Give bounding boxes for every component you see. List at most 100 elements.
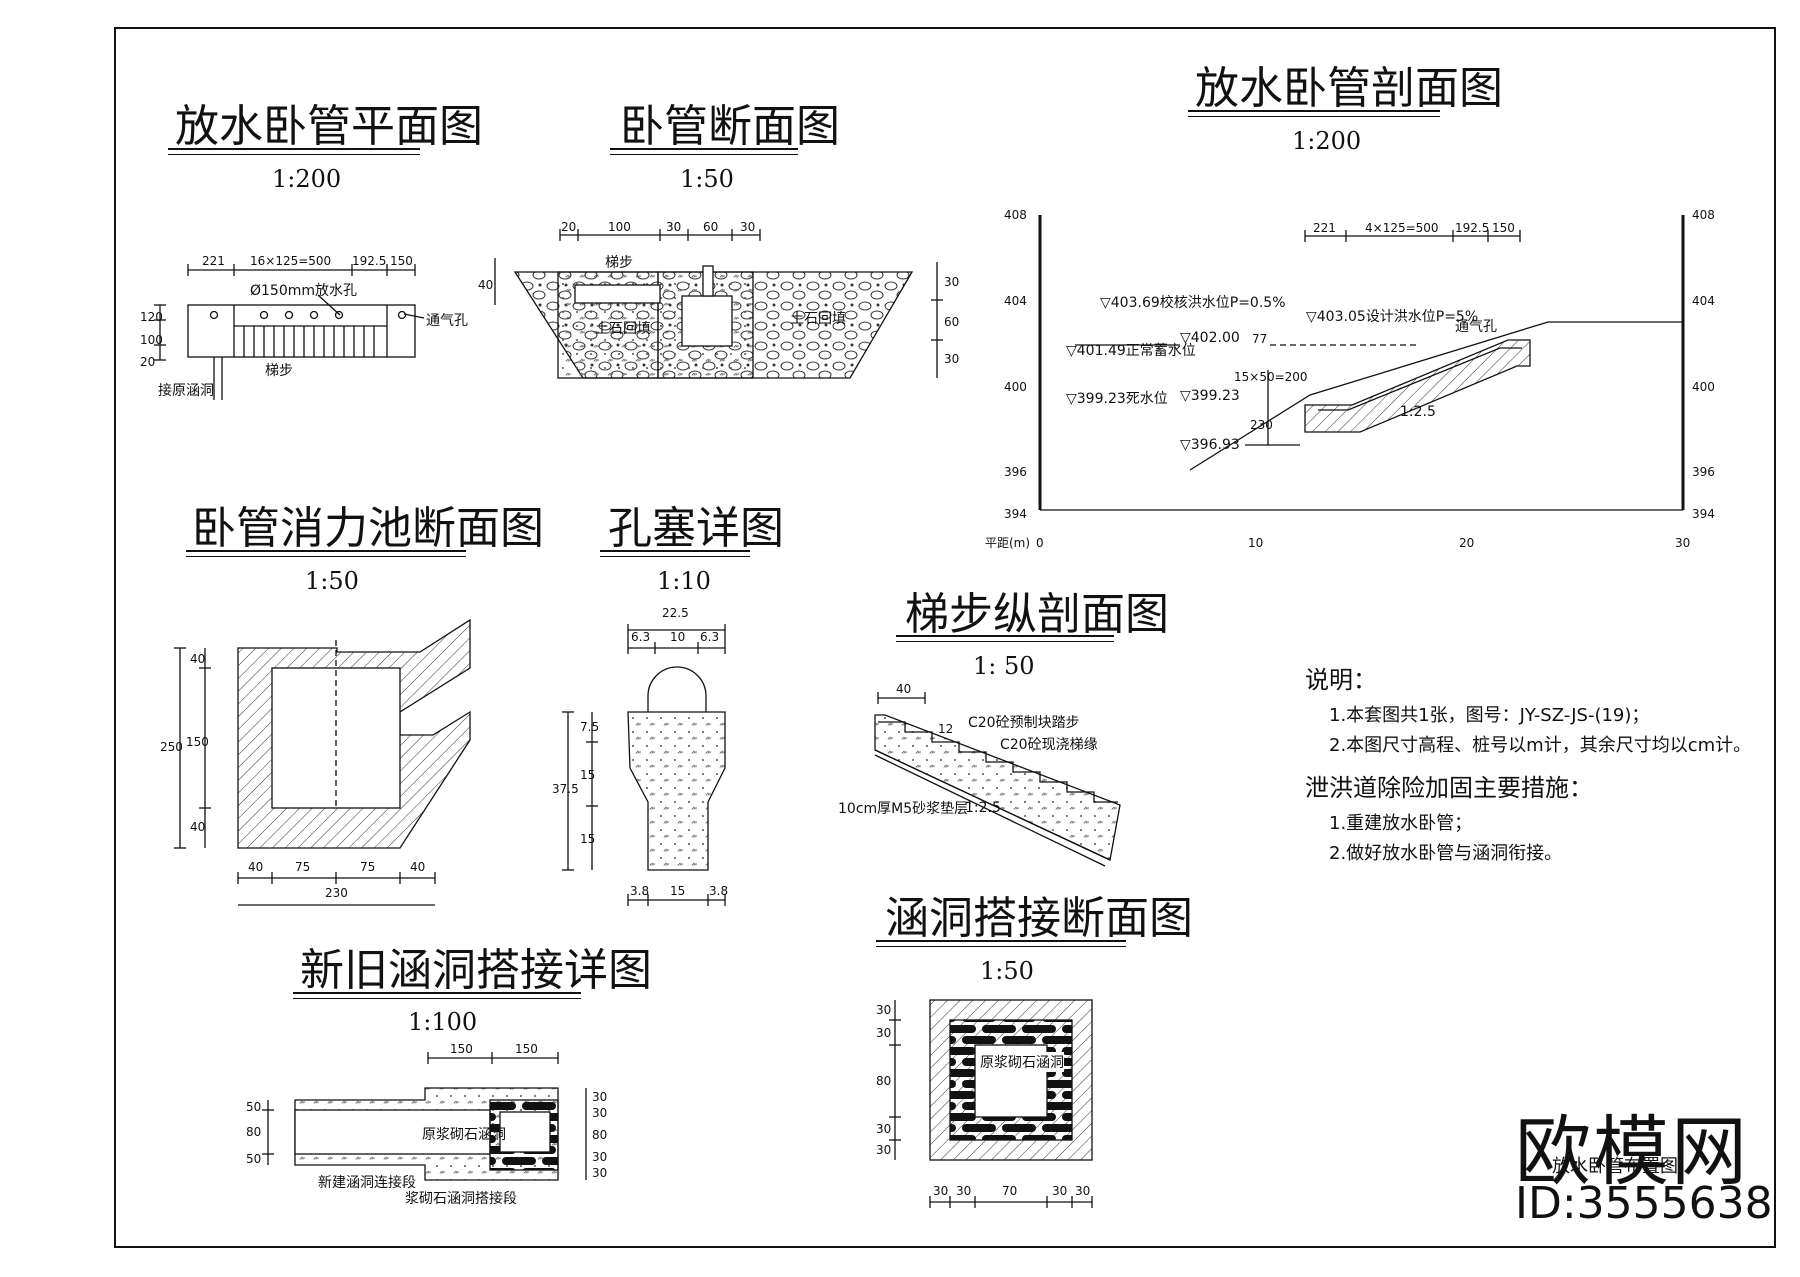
title-plan-underline xyxy=(168,148,420,155)
culvert-detail-left-dim-2: 50 xyxy=(246,1152,262,1166)
culvert-section-left-dim-3: 30 xyxy=(876,1122,892,1136)
plug-bottom-dim-2: 3.8 xyxy=(709,884,729,898)
basin-total: 230 xyxy=(325,886,348,900)
profile-x-1: 10 xyxy=(1248,536,1264,550)
profile-level-3: ▽402.00 xyxy=(1180,330,1240,346)
basin-bottom-dim-2: 75 xyxy=(360,860,376,874)
profile-drawing xyxy=(1038,215,1685,511)
profile-y-left-4: 394 xyxy=(1004,507,1027,521)
plan-left-dim-0: 20 xyxy=(140,355,156,369)
plan-dim-3: 150 xyxy=(390,254,413,268)
plan-step-label: 梯步 xyxy=(265,363,293,379)
profile-side-dim-2: 230 xyxy=(1250,418,1273,432)
culvert-detail-top-dim-0: 150 xyxy=(450,1042,473,1056)
culvert-detail-left-dim-0: 50 xyxy=(246,1100,262,1114)
culvert-detail-left-dim-1: 80 xyxy=(246,1125,262,1139)
culvert-detail-top-dim-1: 150 xyxy=(515,1042,538,1056)
culvert-section-bottom-dim-3: 30 xyxy=(1052,1184,1068,1198)
profile-x-3: 30 xyxy=(1675,536,1691,550)
step-top-dim: 40 xyxy=(896,682,912,696)
basin-left-dim-1: 40 xyxy=(190,652,206,666)
plug-left-dim-1: 15 xyxy=(580,768,596,782)
pipe-dim-4: 30 xyxy=(740,220,756,234)
profile-level-1: ▽403.05设计洪水位P=5% xyxy=(1306,309,1479,325)
culvert-old-label: 原浆砌石涵洞 xyxy=(422,1127,506,1143)
drawing-frame xyxy=(114,27,1776,1248)
notes-item-1: 1.本套图共1张，图号：JY-SZ-JS-(19)； xyxy=(1329,704,1650,726)
culvert-section-bottom-dim-0: 30 xyxy=(933,1184,949,1198)
plan-left-dim-2: 120 xyxy=(140,310,163,324)
plug-left-dim-2: 15 xyxy=(580,832,596,846)
culvert-section-drawing xyxy=(889,999,1093,1208)
profile-level-2: ▽401.49正常蓄水位 xyxy=(1066,343,1196,359)
pipe-right-dim-2: 30 xyxy=(944,352,960,366)
pipe-step-label: 梯步 xyxy=(605,255,633,271)
measures-item-1: 1.重建放水卧管； xyxy=(1329,812,1473,834)
notes-block: 说明： 1.本套图共1张，图号：JY-SZ-JS-(19)； 2.本图尺寸高程、… xyxy=(1305,660,1751,870)
plug-bottom-dim-0: 3.8 xyxy=(630,884,650,898)
title-pipe-section: 卧管断面图 xyxy=(620,101,840,152)
profile-y-left-0: 408 xyxy=(1004,208,1027,222)
profile-slope-label: 1:2.5 xyxy=(1400,404,1436,420)
culvert-section-bottom-dim-4: 30 xyxy=(1075,1184,1091,1198)
title-plan: 放水卧管平面图 xyxy=(175,101,483,152)
scale-pipe-section: 1:50 xyxy=(680,165,734,193)
scale-plan: 1:200 xyxy=(272,165,342,193)
basin-left-dim-0: 250 xyxy=(160,740,183,754)
title-culvert-detail-underline xyxy=(293,992,581,999)
plug-bottom-dim-1: 15 xyxy=(670,884,686,898)
measures-heading: 泄洪道除险加固主要措施： xyxy=(1305,773,1593,802)
profile-side-dim-0: 77 xyxy=(1252,332,1268,346)
plug-drawing xyxy=(562,624,726,906)
basin-bottom-dim-0: 40 xyxy=(248,860,264,874)
notes-item-2: 2.本图尺寸高程、桩号以m计，其余尺寸均以cm计。 xyxy=(1329,735,1752,757)
pipe-right-dim-0: 30 xyxy=(944,275,960,289)
plug-top-dim-0: 6.3 xyxy=(631,630,651,644)
profile-dim-1: 4×125=500 xyxy=(1365,221,1439,235)
plan-dim-2: 192.5 xyxy=(352,254,387,268)
pipe-right-dim-1: 60 xyxy=(944,315,960,329)
culvert-detail-right-dim-2: 80 xyxy=(592,1128,608,1142)
title-step-long-underline xyxy=(896,635,1114,642)
profile-level-5: ▽399.23 xyxy=(1180,388,1240,404)
title-basin-underline xyxy=(186,550,466,557)
basin-left-dim-3: 40 xyxy=(190,820,206,834)
culvert-section-left-dim-2: 80 xyxy=(876,1074,892,1088)
title-culvert-section-underline xyxy=(876,940,1126,947)
culvert-section-bottom-dim-2: 70 xyxy=(1002,1184,1018,1198)
plan-connect-label: 接原涵洞 xyxy=(158,383,214,399)
profile-y-left-2: 400 xyxy=(1004,380,1027,394)
pipe-dim-1: 100 xyxy=(608,220,631,234)
plan-dim-1: 16×125=500 xyxy=(250,254,332,268)
step-label-3: 10cm厚M5砂浆垫层 xyxy=(838,801,969,817)
culvert-detail-right-dim-1: 30 xyxy=(592,1106,608,1120)
culvert-new-label: 新建涵洞连接段 xyxy=(318,1175,416,1191)
step-label-2: C20砼现浇梯缘 xyxy=(1000,737,1098,753)
profile-dim-3: 150 xyxy=(1492,221,1515,235)
scale-culvert-section: 1:50 xyxy=(980,957,1034,985)
brand-id: ID:3555638 xyxy=(1515,1178,1773,1229)
profile-y-left-3: 396 xyxy=(1004,465,1027,479)
scale-culvert-detail: 1:100 xyxy=(408,1008,478,1036)
profile-side-dim-1: 15×50=200 xyxy=(1234,370,1308,384)
scale-plug: 1:10 xyxy=(657,567,711,595)
basin-bottom-dim-3: 40 xyxy=(410,860,426,874)
plan-step-ticks xyxy=(243,326,375,357)
basin-bottom-dim-1: 75 xyxy=(295,860,311,874)
pipe-left-dim: 40 xyxy=(478,278,494,292)
title-plug-underline xyxy=(600,550,750,557)
brand-logo: 欧模网 xyxy=(1515,1107,1749,1196)
scale-basin: 1:50 xyxy=(305,567,359,595)
plan-drawing xyxy=(154,264,425,400)
pipe-fill-left: 土石回填 xyxy=(595,321,651,337)
profile-dim-0: 221 xyxy=(1313,221,1336,235)
culvert-detail-right-dim-3: 30 xyxy=(592,1150,608,1164)
title-profile-underline xyxy=(1188,110,1440,117)
pipe-dim-3: 60 xyxy=(703,220,719,234)
pipe-dim-2: 30 xyxy=(666,220,682,234)
step-slope: 1:2.5 xyxy=(965,800,1001,816)
profile-vent-label: 通气孔 xyxy=(1455,319,1497,335)
step-long-drawing xyxy=(874,692,1121,867)
pipe-section-drawing xyxy=(494,229,943,379)
plan-dim-0: 221 xyxy=(202,254,225,268)
